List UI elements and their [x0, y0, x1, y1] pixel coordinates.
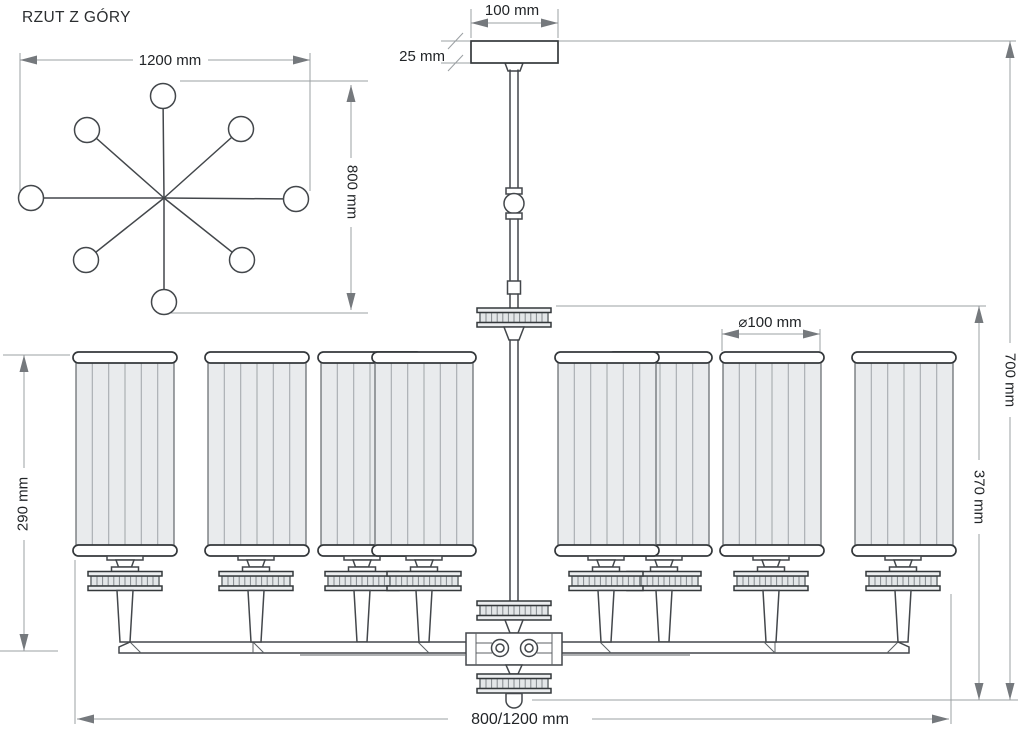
dim-label-700: 700 mm — [1002, 353, 1019, 407]
arm-line-sw — [85, 197, 165, 261]
shade-4 — [371, 351, 477, 557]
arrowhead-right — [932, 714, 949, 724]
dim-label-370: 370 mm — [971, 470, 988, 524]
shade-circle-ne — [227, 115, 255, 143]
dimension-top-view-depth: 800 mm — [167, 80, 368, 314]
arrowhead-left — [471, 18, 488, 28]
canopy-neck — [503, 62, 525, 72]
hub-neck — [503, 619, 525, 634]
arrowhead-up — [974, 306, 984, 323]
arrowhead-right — [541, 18, 558, 28]
arrowhead-right — [293, 55, 310, 65]
shade-circle-e — [282, 185, 310, 213]
arm-elbow — [763, 641, 776, 654]
holder-2 — [219, 556, 293, 642]
arrowhead-down — [974, 683, 984, 700]
gear-disc-lower — [476, 673, 552, 694]
holder-3-rear — [325, 556, 399, 642]
finial-neck — [504, 664, 524, 675]
shade-circle-sw — [72, 246, 100, 274]
hub-body — [465, 632, 563, 666]
arm-scroll-right — [519, 638, 539, 658]
arrowhead-up — [346, 85, 356, 102]
shade-8 — [851, 351, 957, 557]
arrowhead-down — [19, 634, 29, 651]
arm-line-nw — [86, 129, 165, 199]
rod-collar — [506, 280, 522, 295]
oblique-tick — [447, 32, 464, 50]
shade-5 — [554, 351, 660, 557]
oblique-tick — [447, 54, 464, 72]
arm-elbow — [886, 641, 899, 654]
arm-line-ne — [163, 128, 242, 199]
ceiling-canopy — [470, 40, 559, 64]
shade-circle-se — [228, 246, 256, 274]
central-hub — [465, 600, 563, 709]
arrowhead-down — [346, 293, 356, 310]
holder-1 — [88, 556, 162, 642]
arm-elbow — [252, 641, 265, 654]
top-view-title: RZUT Z GÓRY — [22, 9, 131, 26]
disc-connector — [502, 326, 526, 341]
arrowhead-right — [803, 329, 820, 339]
arm-elbow — [599, 641, 612, 654]
arm-line-e — [163, 197, 297, 200]
arrowhead-up — [1005, 41, 1015, 58]
ball-collar-bottom — [505, 212, 523, 220]
dimension-shade-section-height: 290 mm — [0, 354, 70, 652]
rod-ball — [503, 192, 525, 215]
shade-2 — [204, 351, 310, 557]
holder-6-rear — [627, 556, 701, 642]
shade-1 — [72, 351, 178, 557]
holder-4 — [387, 556, 461, 642]
dimension-canopy-width: 100 mm — [470, 2, 559, 38]
arrowhead-down — [1005, 683, 1015, 700]
dimension-top-view-width: 1200 mm — [19, 52, 311, 202]
top-view-star — [17, 82, 310, 316]
arm-elbow — [129, 641, 142, 654]
dim-label-100: 100 mm — [485, 2, 539, 19]
shade-circle-s — [150, 288, 178, 316]
shade-circle-nw — [73, 116, 101, 144]
arrowhead-up — [19, 355, 29, 372]
finial-knob — [505, 692, 523, 709]
shade-circle-n — [149, 82, 177, 110]
dim-label-800-1200: 800/1200 mm — [471, 711, 569, 728]
holder-7 — [734, 556, 808, 642]
arm-scroll-left — [490, 638, 510, 658]
central-rod — [476, 62, 552, 602]
holder-8 — [866, 556, 940, 642]
dimension-canopy-height: 25 mm — [399, 32, 470, 72]
shade-circle-w — [17, 184, 45, 212]
arm-line-n — [162, 95, 165, 199]
arm-line-se — [163, 197, 243, 261]
arm-elbow — [417, 641, 430, 654]
dim-label-25: 25 mm — [399, 48, 445, 65]
dimension-overall-height: 700 mm — [532, 40, 1019, 701]
dimension-fixture-width: 800/1200 mm — [74, 560, 952, 728]
holder-5 — [569, 556, 643, 642]
arrowhead-left — [722, 329, 739, 339]
dim-label-diameter-100: ⌀100 mm — [738, 314, 801, 331]
gear-disc-upper — [476, 307, 552, 328]
dim-label-1200: 1200 mm — [139, 52, 202, 69]
dimension-lower-height: 370 mm — [556, 305, 988, 700]
dimension-shade-diameter: ⌀100 mm — [721, 314, 821, 351]
dim-label-290: 290 mm — [15, 477, 32, 531]
arrowhead-left — [77, 714, 94, 724]
shade-7 — [719, 351, 825, 557]
dim-label-800: 800 mm — [344, 165, 361, 219]
gear-disc-middle — [476, 600, 552, 621]
arrowhead-left — [20, 55, 37, 65]
